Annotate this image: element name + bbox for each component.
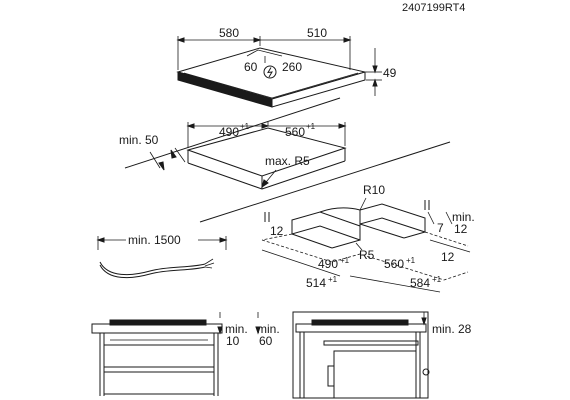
section-b-label: min. 28 bbox=[432, 322, 472, 336]
section-a-drawer-1 bbox=[103, 344, 215, 368]
dim-cutout-width-tol: +1 bbox=[240, 122, 250, 131]
frame-right-wall bbox=[359, 203, 426, 233]
cable-length: min. 1500 bbox=[128, 233, 181, 247]
worktop-edge-lower bbox=[199, 141, 451, 223]
section-a: min. min. 10 60 bbox=[91, 312, 280, 396]
frame-dim-12b: 12 bbox=[454, 222, 468, 236]
cutout-view: 490 +1 560 +1 min. 50 max. R5 bbox=[119, 97, 451, 223]
section-a-min-2: min. bbox=[257, 322, 280, 336]
frame-radius-inner: R5 bbox=[359, 248, 375, 262]
worktop-edge-upper bbox=[124, 97, 341, 169]
frame-dashed-outer bbox=[261, 239, 469, 281]
section-a-dim-10: 10 bbox=[226, 334, 240, 348]
cutout-edge-min: min. 50 bbox=[119, 133, 159, 147]
dim-hob-depth: 510 bbox=[307, 26, 327, 40]
frame-radius-outer: R10 bbox=[363, 183, 385, 197]
cutout-radius: max. R5 bbox=[265, 154, 310, 168]
dim-cutout-depth-tol: +1 bbox=[306, 122, 316, 131]
frame-dim-7: 7 bbox=[437, 221, 444, 235]
frame-dim-d-outer-tol: +1 bbox=[432, 275, 442, 284]
dim-cutout-depth: 560 bbox=[285, 125, 305, 139]
cable-view: min. 1500 bbox=[96, 233, 228, 279]
section-a-hob bbox=[109, 319, 207, 326]
cable-wire-end bbox=[204, 258, 214, 265]
frame-dim-12a: 12 bbox=[270, 224, 284, 238]
hob-connection-box bbox=[246, 49, 283, 57]
section-b-hob bbox=[311, 319, 409, 326]
section-a-dim-60: 60 bbox=[259, 334, 273, 348]
frame-view: R10 12 R5 490 +1 560 +1 514 +1 584 +1 mi… bbox=[261, 183, 475, 293]
dim-cutout-width: 490 bbox=[219, 125, 239, 139]
section-b-oven bbox=[333, 350, 417, 399]
frame-dim-w-outer-tol: +1 bbox=[328, 275, 338, 284]
frame-dim-d-outer: 584 bbox=[410, 276, 430, 290]
frame-dim-w-outer: 514 bbox=[306, 276, 326, 290]
lightning-icon bbox=[267, 67, 273, 78]
dim-hob-height: 49 bbox=[383, 66, 397, 80]
frame-dim-d-inner: 560 bbox=[384, 257, 404, 271]
dim-hob-width: 580 bbox=[219, 26, 239, 40]
hob-view: 60 260 580 510 49 bbox=[176, 26, 397, 108]
cable-line bbox=[99, 261, 206, 276]
frame-min-label: min. bbox=[452, 210, 475, 224]
frame-dim-w-inner-tol: +1 bbox=[340, 256, 350, 265]
frame-dim-12c: 12 bbox=[441, 250, 455, 264]
section-b: min. 28 bbox=[292, 311, 472, 399]
hob-side-edge bbox=[271, 71, 366, 108]
hob-conn-b: 260 bbox=[282, 60, 302, 74]
doc-code: 2407199RT4 bbox=[402, 2, 465, 14]
frame-left-wall bbox=[291, 211, 361, 241]
power-symbol-icon bbox=[263, 65, 277, 79]
hob-conn-a: 60 bbox=[244, 60, 258, 74]
section-a-min-1: min. bbox=[225, 322, 248, 336]
section-a-drawer-2 bbox=[103, 371, 215, 395]
frame-dim-d-inner-tol: +1 bbox=[406, 256, 416, 265]
frame-dim-w-inner: 490 bbox=[318, 257, 338, 271]
